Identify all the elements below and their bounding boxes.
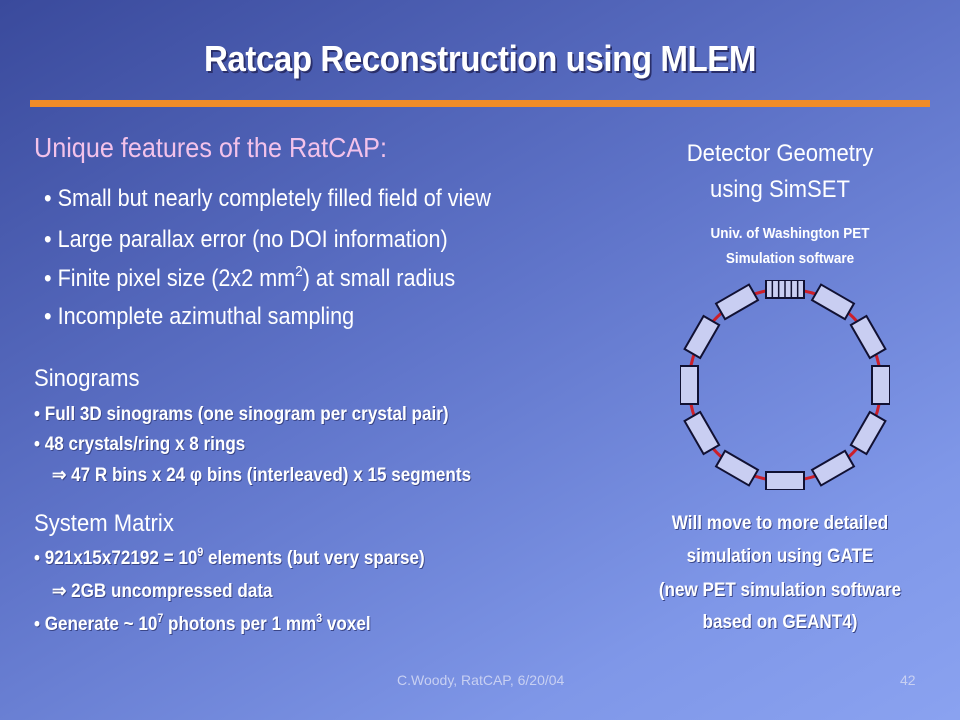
detector-block (849, 410, 887, 456)
superscript: 7 (157, 611, 164, 625)
detector-block (810, 283, 856, 321)
features-heading: Unique features of the RatCAP: (34, 132, 387, 163)
note-line3: (new PET simulation software (658, 580, 902, 601)
detector-block (683, 410, 721, 456)
superscript: 3 (316, 611, 323, 625)
sinogram-bullet: • Full 3D sinograms (one sinogram per cr… (34, 404, 449, 425)
implies-arrow-icon: ⇒ (52, 581, 67, 602)
feature-text: Finite pixel size (2x2 mm (57, 265, 296, 292)
feature-text: Incomplete azimuthal sampling (57, 303, 355, 330)
detector-block (871, 365, 890, 405)
feature-item: • Large parallax error (no DOI informati… (44, 226, 448, 253)
bullet-text: 921x15x72192 = 10 (44, 548, 198, 569)
bullet-text: bins (interleaved) x 15 segments (202, 465, 472, 486)
geometry-title-line1: Detector Geometry (686, 140, 874, 167)
matrix-bullet: • Generate ~ 107 photons per 1 mm3 voxel (34, 611, 371, 635)
superscript: 2 (295, 263, 303, 280)
page-number: 42 (900, 672, 916, 688)
bullet-text: photons per 1 mm (163, 614, 317, 635)
feature-text: Large parallax error (no DOI information… (57, 226, 448, 253)
bullet-text: Generate ~ 10 (44, 614, 158, 635)
matrix-implication: ⇒ 2GB uncompressed data (52, 580, 273, 603)
bullet-text: elements (but very sparse) (203, 548, 425, 569)
feature-text: ) at small radius (302, 265, 456, 292)
phi-symbol: φ (189, 465, 203, 486)
note-line2: simulation using GATE (686, 546, 874, 567)
bullet-text: Full 3D sinograms (one sinogram per crys… (44, 404, 449, 425)
sinogram-implication: ⇒ 47 R bins x 24 φ bins (interleaved) x … (52, 464, 471, 487)
title-underline (30, 100, 930, 107)
detector-block (714, 449, 760, 487)
note-line1: Will move to more detailed (671, 513, 889, 534)
note-line4: based on GEANT4) (702, 612, 858, 633)
detector-block (714, 283, 760, 321)
matrix-bullet: • 921x15x72192 = 109 elements (but very … (34, 545, 425, 569)
detector-block (810, 449, 856, 487)
system-matrix-heading: System Matrix (34, 510, 174, 537)
detector-ring-circle (687, 287, 883, 483)
bullet-text: voxel (322, 614, 371, 635)
detector-ring-diagram (680, 280, 890, 490)
geometry-subtitle-line1: Univ. of Washington PET (710, 225, 870, 242)
slide-title: Ratcap Reconstruction using MLEM (203, 38, 757, 79)
detector-block (765, 471, 805, 490)
bullet-text: 2GB uncompressed data (71, 581, 273, 602)
sinogram-bullet: • 48 crystals/ring x 8 rings (34, 434, 246, 455)
feature-text: Small but nearly completely filled field… (57, 185, 491, 212)
footer-credit: C.Woody, RatCAP, 6/20/04 (397, 672, 565, 688)
superscript: 9 (197, 545, 204, 559)
bullet-text: 48 crystals/ring x 8 rings (44, 434, 246, 455)
bullet-text: 47 R bins x 24 (71, 465, 190, 486)
detector-block (849, 314, 887, 360)
feature-item: • Small but nearly completely filled fie… (44, 185, 491, 212)
detector-block (680, 365, 699, 405)
geometry-title-line2: using SimSET (710, 176, 850, 203)
geometry-subtitle-line2: Simulation software (725, 250, 855, 267)
sinograms-heading: Sinograms (34, 365, 140, 392)
feature-item: • Incomplete azimuthal sampling (44, 303, 355, 330)
feature-item: • Finite pixel size (2x2 mm2) at small r… (44, 263, 456, 292)
implies-arrow-icon: ⇒ (52, 465, 67, 486)
detector-block (683, 314, 721, 360)
